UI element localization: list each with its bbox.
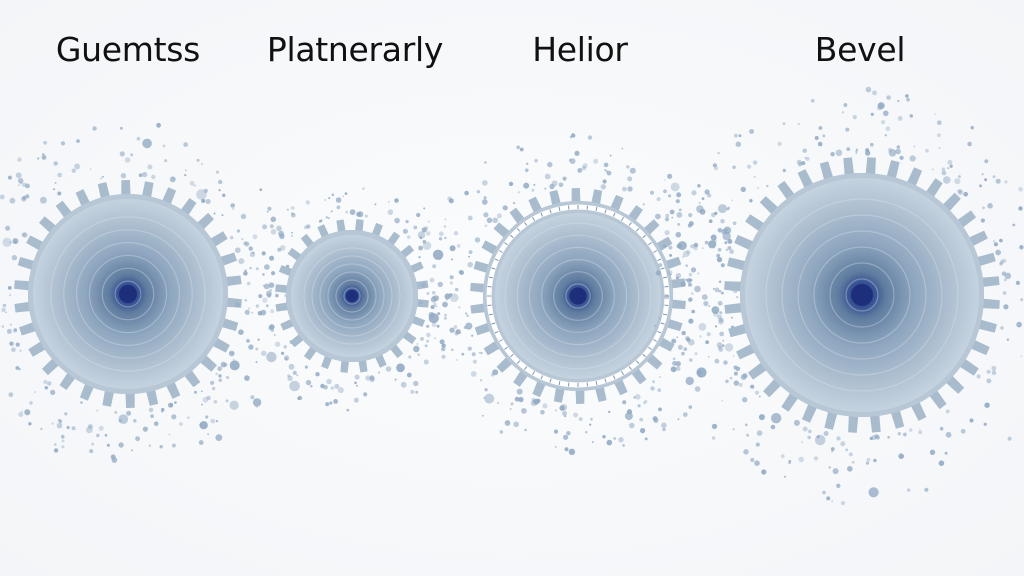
gear-helior-dots [418, 133, 739, 455]
gear-label-guemtss: Guemtss [55, 30, 201, 69]
gear-guemtss [0, 122, 297, 463]
gear-label-platnerarly: Platnerarly [266, 30, 444, 69]
gear-label-helior: Helior [532, 30, 628, 69]
gear-platnerarly [234, 187, 462, 412]
gear-label-bevel: Bevel [814, 30, 906, 69]
gear-guemtss-core [119, 285, 137, 303]
gear-bevel-core [851, 284, 873, 306]
gear-bevel-dots [654, 86, 1024, 506]
gear-helior-core [569, 287, 587, 305]
gear-guemtss-dots [0, 122, 297, 463]
gear-bevel [654, 86, 1024, 506]
gear-helior [418, 133, 739, 455]
gear-platnerarly-core [346, 290, 358, 302]
gear-platnerarly-dots [234, 187, 462, 412]
